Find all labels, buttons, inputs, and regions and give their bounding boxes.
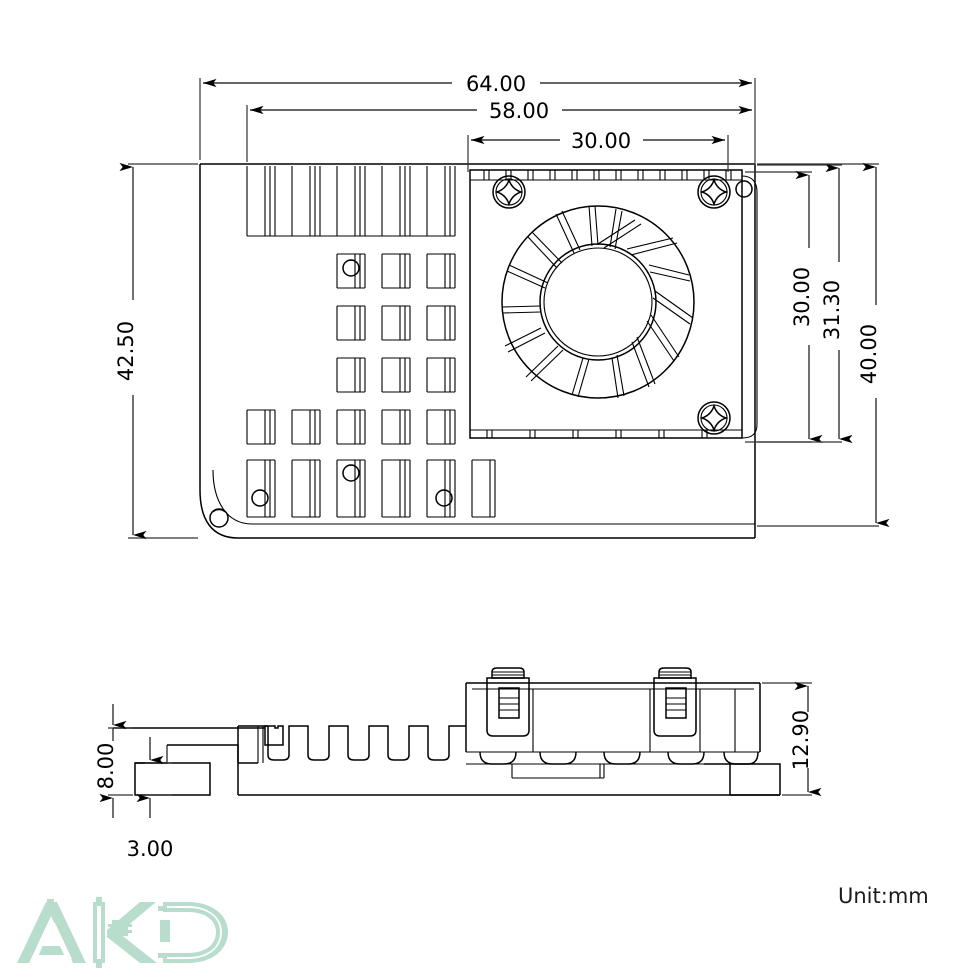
dimension-label: 42.50 [114,321,138,381]
dimension-label: 30.00 [790,267,814,327]
mounting-hole [435,489,453,507]
dimension-thickness-base: 8.00 [94,704,133,818]
philips-screw [492,175,526,209]
dimension-group-side: 8.00 3.00 12.90 [94,681,822,861]
dimension-label: 8.00 [94,743,118,790]
heatsink-outline [199,163,756,539]
mounting-hole [342,259,360,277]
mounting-hole-tab [209,508,229,528]
dimension-height-total: 12.90 [762,681,822,797]
fan-module [469,169,758,439]
fan-blades [502,205,694,399]
unit-label: Unit:mm [838,884,929,908]
philips-screw [697,401,731,435]
side-view [112,667,781,796]
dimension-height-overall: 40.00 [757,162,890,528]
fan-screw-posts [486,667,736,752]
dimension-height-fan-body: 31.30 [757,163,853,444]
dimension-label: 58.00 [489,99,549,123]
dimension-label: 64.00 [466,72,526,96]
philips-screw [697,175,731,209]
dimension-label: 3.00 [127,837,174,861]
dimension-label: 12.90 [789,710,813,770]
mounting-holes [209,259,453,528]
dimension-label: 31.30 [820,280,844,340]
fan-impeller [501,205,695,399]
dimension-label: 30.00 [571,129,631,153]
top-view [199,163,758,539]
dimension-thickness-plate: 3.00 [127,737,174,861]
screw-post [653,667,697,737]
fin-profile [237,725,466,764]
dimension-height-heatsink: 42.50 [114,162,198,540]
fan-screws [492,175,731,435]
screw-post [486,667,530,737]
dimension-group-top: 64.00 58.00 30.00 42.50 30.0 [114,72,890,540]
mounting-hole [251,489,269,507]
heatsink-fins [246,166,496,518]
dimension-width-overall: 64.00 [203,72,752,96]
fan-body-side [465,682,781,796]
dimension-label: 40.00 [857,324,881,384]
dimension-width-fan: 30.00 [471,129,725,153]
mounting-hole [342,464,360,482]
akd-logo [17,897,228,968]
dimension-width-board: 58.00 [250,99,752,123]
